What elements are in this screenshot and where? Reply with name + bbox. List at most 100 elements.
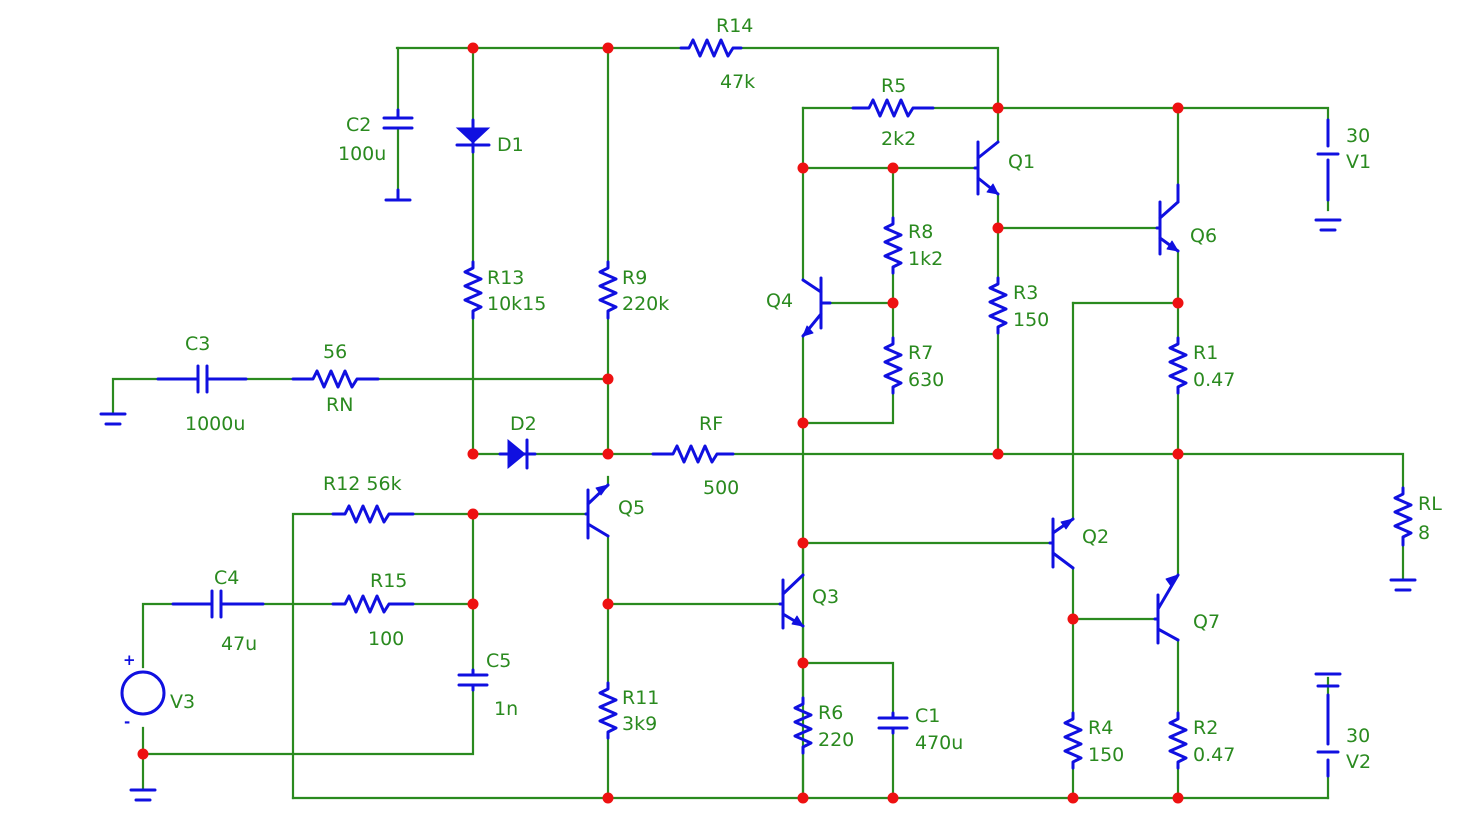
r2-name: R2	[1193, 717, 1218, 739]
diode-d1-icon	[455, 118, 491, 154]
c4-value: 47u	[221, 633, 257, 655]
rn-value: 56	[323, 341, 347, 363]
rf-value: 500	[703, 477, 739, 499]
q6-name: Q6	[1190, 225, 1217, 247]
resistor-r15-icon	[331, 594, 415, 614]
capacitor-c1-icon	[877, 711, 909, 735]
wires	[111, 46, 1405, 800]
r9-name: R9	[622, 267, 647, 289]
r4-value: 150	[1088, 744, 1124, 766]
r11-value: 3k9	[622, 713, 657, 735]
c2-value: 100u	[338, 143, 386, 165]
r5-name: R5	[881, 75, 906, 97]
r2-value: 0.47	[1193, 744, 1235, 766]
resistor-rf-icon	[651, 444, 735, 464]
r9-value: 220k	[622, 293, 669, 315]
resistor-r11-icon	[598, 681, 618, 740]
q7-name: Q7	[1193, 611, 1220, 633]
rf-name: RF	[699, 413, 723, 435]
r5-value: 2k2	[881, 128, 916, 150]
r6-name: R6	[818, 702, 843, 724]
q3-name: Q3	[812, 586, 839, 608]
ground-v1-icon	[1314, 218, 1342, 232]
v2-value: 30	[1346, 725, 1370, 747]
r15-name: R15	[370, 570, 407, 592]
capacitor-c2-icon	[382, 108, 414, 130]
labels: R14 47k R5 2k2 C2 100u D1 Q1 30 V1 Q6 R8…	[170, 15, 1442, 773]
resistor-r7-icon	[883, 336, 903, 395]
transistor-q1-icon	[973, 140, 1000, 196]
v2-name: V2	[1346, 751, 1371, 773]
ground-v3-icon	[129, 788, 157, 802]
resistor-r8-icon	[883, 216, 903, 275]
r11-name: R11	[622, 687, 659, 709]
r1-name: R1	[1193, 342, 1218, 364]
resistor-rl-icon	[1393, 486, 1413, 547]
diode-d2-icon	[498, 438, 537, 470]
r14-value: 47k	[720, 71, 755, 93]
c4-name: C4	[214, 567, 239, 589]
ac-source-v3-icon: + -	[120, 651, 166, 731]
v1-value: 30	[1346, 125, 1370, 147]
c1-value: 470u	[915, 732, 963, 754]
battery-v2-icon	[1316, 684, 1340, 778]
c2-name: C2	[346, 114, 371, 136]
resistor-r12-icon	[331, 504, 415, 524]
resistor-rn-icon	[291, 369, 380, 389]
battery-v1-icon	[1316, 118, 1340, 202]
d2-name: D2	[510, 413, 537, 435]
rl-name: RL	[1418, 493, 1442, 515]
resistor-r13-icon	[463, 260, 483, 320]
r3-value: 150	[1013, 309, 1049, 331]
r7-value: 630	[908, 369, 944, 391]
transistor-q6-icon	[1155, 183, 1180, 256]
plus-sign: +	[123, 651, 136, 669]
rn-name: RN	[326, 394, 353, 416]
r6-value: 220	[818, 729, 854, 751]
capacitor-c5-icon	[457, 668, 489, 692]
q4-name: Q4	[766, 290, 793, 312]
r1-value: 0.47	[1193, 369, 1235, 391]
r15-value: 100	[368, 628, 404, 650]
q2-name: Q2	[1082, 526, 1109, 548]
resistor-r4-icon	[1063, 711, 1083, 770]
resistor-r2-icon	[1168, 711, 1188, 770]
transistor-q5-icon	[584, 483, 610, 540]
c3-name: C3	[185, 333, 210, 355]
transistor-q7-icon	[1153, 573, 1180, 645]
resistor-r14-icon	[679, 38, 743, 58]
r13-name: R13	[487, 267, 524, 289]
ground-rl-icon	[1389, 578, 1417, 592]
r8-value: 1k2	[908, 248, 943, 270]
resistor-r9-icon	[598, 260, 618, 320]
capacitor-c3-icon	[156, 364, 248, 394]
c5-value: 1n	[494, 698, 518, 720]
q1-name: Q1	[1008, 151, 1035, 173]
r13-value: 10k15	[487, 293, 546, 315]
ground-c3-icon	[99, 412, 127, 426]
v1-name: V1	[1346, 151, 1371, 173]
r3-name: R3	[1013, 282, 1038, 304]
r14-name: R14	[716, 15, 753, 37]
r7-name: R7	[908, 342, 933, 364]
c3-value: 1000u	[185, 413, 245, 435]
transistor-q2-icon	[1048, 517, 1075, 570]
transistor-q3-icon	[778, 573, 805, 630]
d1-name: D1	[497, 134, 524, 156]
c5-name: C5	[486, 650, 511, 672]
junctions	[137, 42, 1184, 804]
r4-name: R4	[1088, 717, 1113, 739]
resistor-r6-icon	[793, 696, 813, 755]
r12-name: R12 56k	[323, 473, 402, 495]
resistor-r1-icon	[1168, 336, 1188, 395]
rl-value: 8	[1418, 522, 1430, 544]
q5-name: Q5	[618, 497, 645, 519]
c1-name: C1	[915, 705, 940, 727]
resistor-r5-icon	[851, 98, 935, 118]
minus-sign: -	[124, 713, 130, 731]
v3-name: V3	[170, 691, 195, 713]
transistor-q4-icon	[801, 276, 832, 338]
capacitor-c4-icon	[171, 589, 265, 619]
r8-name: R8	[908, 221, 933, 243]
